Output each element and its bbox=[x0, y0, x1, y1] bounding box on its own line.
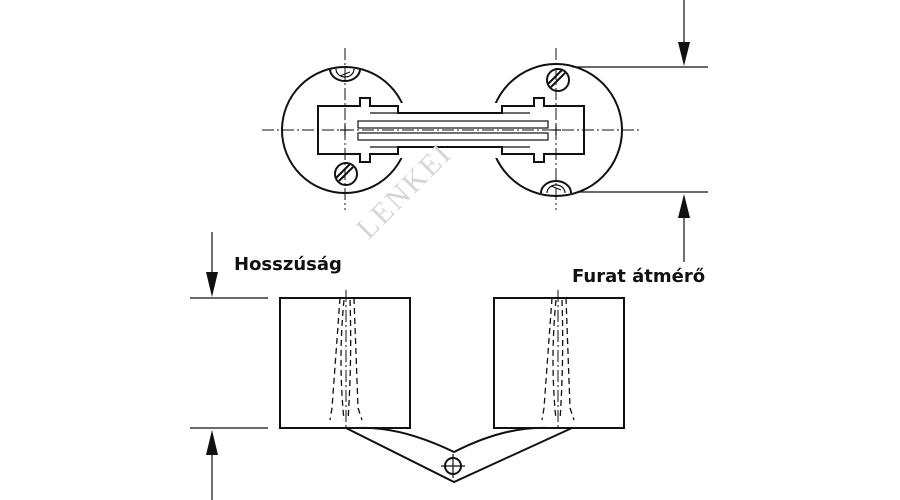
connector-outline bbox=[317, 97, 585, 163]
notch-icon bbox=[540, 180, 572, 194]
left-block bbox=[279, 297, 411, 429]
base-hole-icon bbox=[441, 454, 465, 478]
front-view bbox=[190, 232, 625, 500]
notch-icon bbox=[329, 68, 361, 82]
slot-upper bbox=[357, 120, 549, 129]
screw-icon bbox=[334, 162, 358, 186]
length-label: Hosszúság bbox=[234, 254, 342, 275]
length-dimension bbox=[190, 232, 268, 500]
top-view bbox=[262, 0, 708, 262]
screw-icon bbox=[546, 68, 570, 92]
left-hidden-bore bbox=[329, 290, 363, 430]
right-block bbox=[493, 297, 625, 429]
bore-diameter-label: Furat átmérő bbox=[572, 266, 706, 287]
bore-dimension bbox=[572, 0, 708, 262]
right-hidden-bore bbox=[541, 290, 575, 430]
slot-lower bbox=[357, 132, 549, 141]
base-plate bbox=[345, 426, 573, 484]
